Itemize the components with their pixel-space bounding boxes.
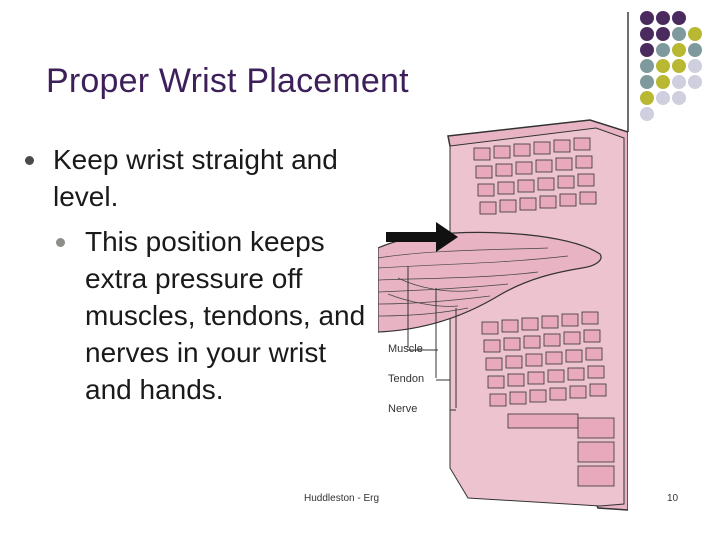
label-muscle: Muscle: [388, 343, 423, 355]
label-nerve: Nerve: [388, 403, 418, 415]
bullet-sub-text: This position keeps extra pressure off m…: [85, 226, 366, 405]
label-tendon: Tendon: [388, 373, 425, 385]
sub-bullet-dot: [56, 238, 65, 247]
vertical-divider: [627, 12, 629, 132]
slide-title: Proper Wrist Placement: [46, 62, 409, 100]
bullet-dot: [25, 156, 34, 165]
keyboard-wrist-illustration: [378, 119, 628, 511]
page-number: 10: [667, 493, 679, 504]
footer-text: Huddleston - Erg: [304, 493, 380, 504]
bullet-main-text: Keep wrist straight and level.: [53, 144, 338, 212]
